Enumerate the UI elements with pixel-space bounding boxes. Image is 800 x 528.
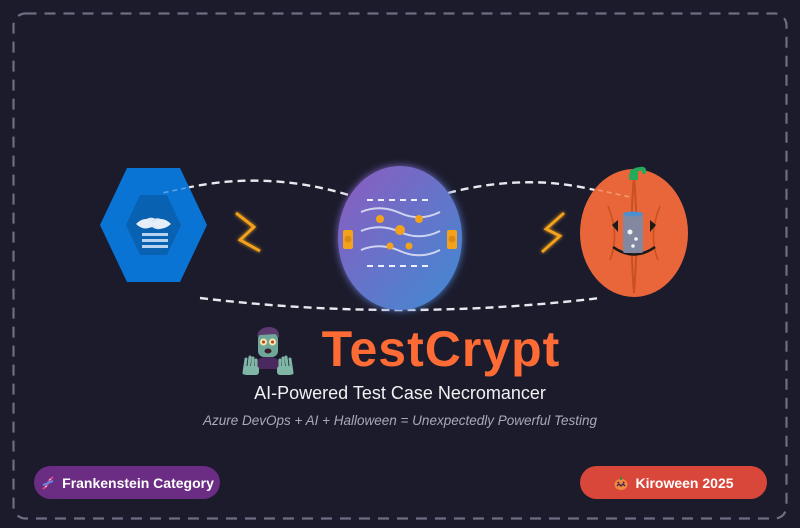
halloween-pumpkin-icon xyxy=(580,166,688,297)
frankenstein-category-badge: Frankenstein Category xyxy=(34,466,220,499)
title-row: TestCrypt xyxy=(0,318,800,380)
lightning-bolt-icon xyxy=(541,211,565,254)
badge-label: Frankenstein Category xyxy=(62,474,214,491)
app-title: TestCrypt xyxy=(321,321,561,377)
tagline: Azure DevOps + AI + Halloween = Unexpect… xyxy=(202,413,598,428)
azure-devops-hexagon-icon xyxy=(100,168,207,282)
ai-brain-egg-icon xyxy=(338,166,462,310)
pumpkin-icon xyxy=(614,476,628,490)
badge-label: Kiroween 2025 xyxy=(635,474,734,491)
zombie-icon xyxy=(242,327,294,375)
frame-border xyxy=(12,12,788,520)
subtitle: AI-Powered Test Case Necromancer xyxy=(254,383,546,403)
lightning-bolt-icon xyxy=(235,211,261,253)
kiroween-badge: Kiroween 2025 xyxy=(580,466,767,499)
dna-icon xyxy=(42,475,54,490)
